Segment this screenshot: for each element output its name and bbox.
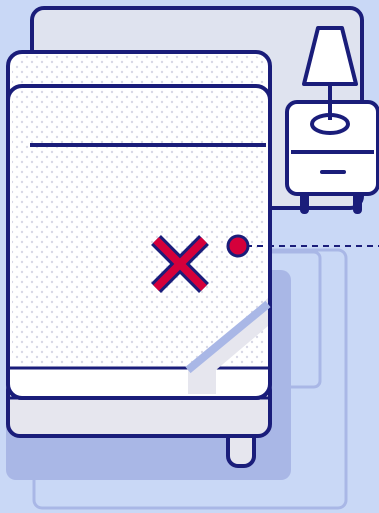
x-stroke-2 — [153, 237, 207, 291]
wrong-position-x-icon — [151, 235, 209, 293]
bed-support-strap-line — [185, 300, 271, 374]
table-lamp-icon — [302, 26, 358, 135]
nightstand-icon — [285, 100, 379, 214]
nightstand-body — [285, 100, 379, 196]
duvet-pattern — [12, 90, 266, 366]
lamp-shade — [302, 26, 358, 86]
position-marker-dot-icon — [226, 234, 250, 258]
